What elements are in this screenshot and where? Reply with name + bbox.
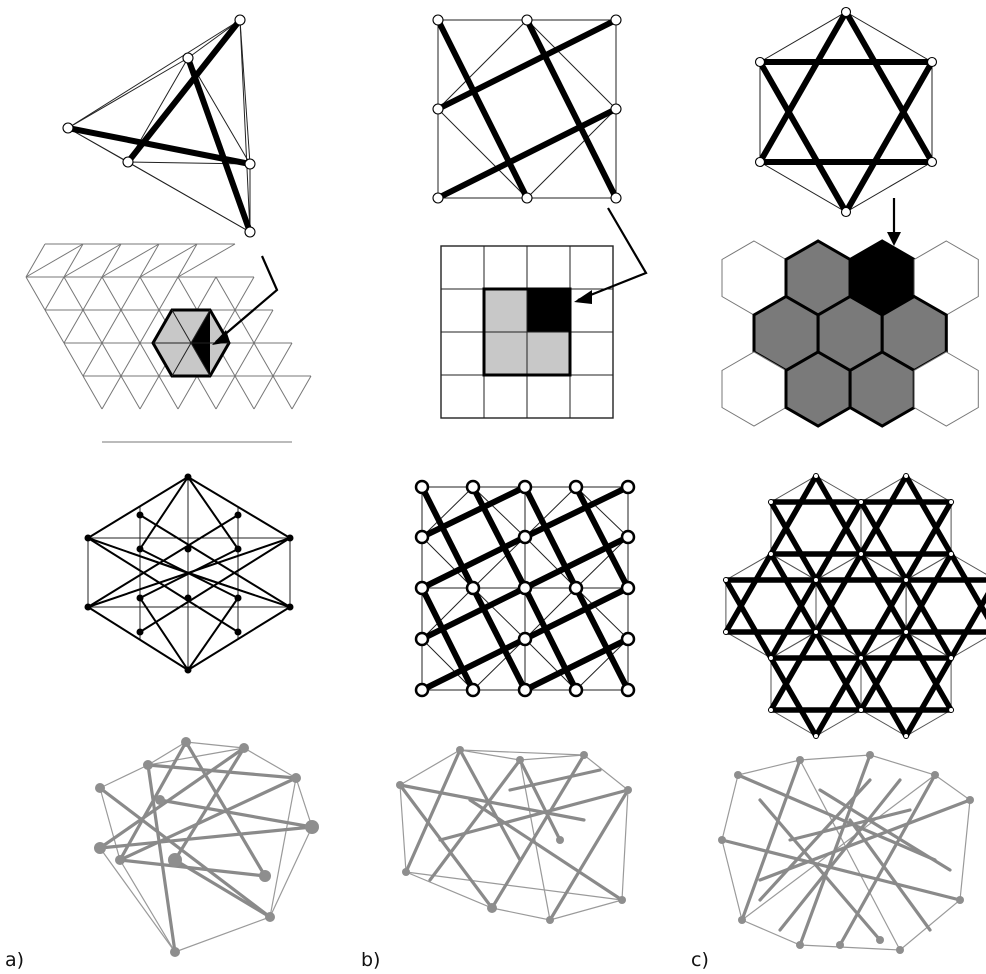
caption-a: a) [5,951,24,970]
dark-cell [527,289,570,332]
panel-c-3d-structure [718,751,974,954]
panel-b-square-grid [441,208,646,418]
pointer-arrow [578,208,646,300]
arrow-head [574,290,592,304]
panel-b-3d-structure [396,746,632,924]
panel-c-star-unit [756,8,937,247]
panel-b-square-unit [433,15,621,203]
panel-a-triangle-unit [63,15,255,237]
panel-a-triangular-tiling [26,244,311,442]
panel-a-3d-structure [94,737,319,957]
panel-c-hex-tiling [722,241,978,426]
caption-b: b) [361,951,380,970]
panel-c-kagome-network [723,474,986,739]
panel-a-hex-network [85,474,294,674]
panel-b-square-network [416,481,634,696]
caption-c: c) [691,951,709,970]
